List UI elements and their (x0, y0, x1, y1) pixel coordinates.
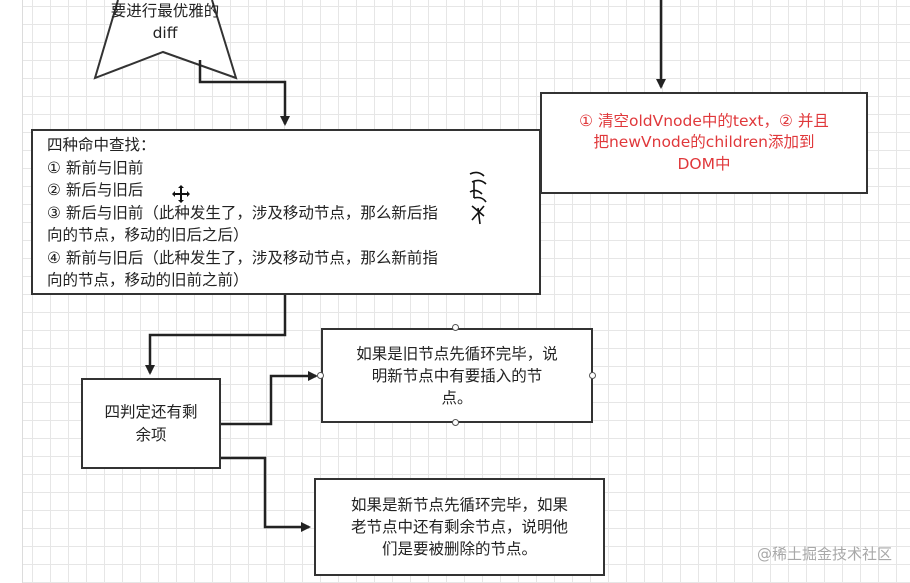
judge-box-line: 四判定还有剩 (104, 403, 198, 421)
star-label-line: 要进行最优雅的 (110, 2, 220, 20)
judge-box-line: 余项 (135, 425, 167, 444)
main-box-item: ③ 新后与旧前（此种发生了，涉及移动节点，那么新后指 (47, 203, 438, 222)
judge-remaining-box[interactable]: 四判定还有剩 余项 (81, 378, 221, 469)
new-box-line: 如果是新节点先循环完毕，如果 (350, 496, 568, 514)
main-box-title: 四种命中查找： (47, 136, 156, 154)
selection-handle[interactable] (452, 324, 459, 331)
main-box-item: ① 新前与旧前 (47, 158, 144, 177)
move-cursor-icon (172, 185, 190, 203)
connector-judge-to-new (221, 456, 311, 532)
connector-judge-to-old (221, 371, 318, 426)
red-box-line: ① 清空oldVnode中的text，② 并且 (579, 111, 829, 130)
main-box-item: ④ 新前与旧后（此种发生了，涉及移动节点，那么新前指 (47, 248, 438, 267)
main-box-item: 向的节点，移动的旧后之后） (47, 226, 249, 244)
old-box-line: 明新节点中有要插入的节 (371, 366, 543, 385)
main-box-item: 向的节点，移动的旧前之前） (47, 271, 249, 289)
left-rail (0, 0, 23, 583)
star-label: 要进行最优雅的 diff (95, 0, 235, 44)
connector-star-to-main (198, 60, 290, 126)
star-label-line: diff (152, 24, 178, 42)
main-box-item: ② 新后与旧后 (47, 181, 144, 199)
old-box-line: 点。 (441, 388, 473, 407)
selection-handle[interactable] (452, 419, 459, 426)
watermark: @稀土掘金技术社区 (756, 545, 892, 563)
four-hit-lookup-box[interactable]: 四种命中查找： ① 新前与旧前 ② 新后与旧后 ③ 新后与旧前（此种发生了，涉及… (31, 129, 541, 295)
red-box-line: 把newVnode的children添加到 (593, 133, 815, 152)
new-box-line: 老节点中还有剩余节点，说明他 (350, 518, 568, 536)
connector-main-to-judge (145, 295, 287, 375)
old-first-done-box[interactable]: 如果是旧节点先循环完毕，说 明新节点中有要插入的节 点。 (321, 328, 593, 423)
clear-text-add-children-box[interactable]: ① 清空oldVnode中的text，② 并且 把newVnode的childr… (540, 92, 868, 194)
selection-handle[interactable] (317, 372, 324, 379)
old-box-line: 如果是旧节点先循环完毕，说 (356, 344, 558, 363)
star-shape[interactable] (93, 0, 238, 80)
new-box-line: 们是要被删除的节点。 (381, 540, 537, 558)
selection-handle[interactable] (589, 372, 596, 379)
red-box-line: DOM中 (677, 154, 731, 173)
new-first-done-box[interactable]: 如果是新节点先循环完毕，如果 老节点中还有剩余节点，说明他 们是要被删除的节点。 (314, 478, 605, 576)
handwriting-scribble-icon (469, 171, 487, 225)
